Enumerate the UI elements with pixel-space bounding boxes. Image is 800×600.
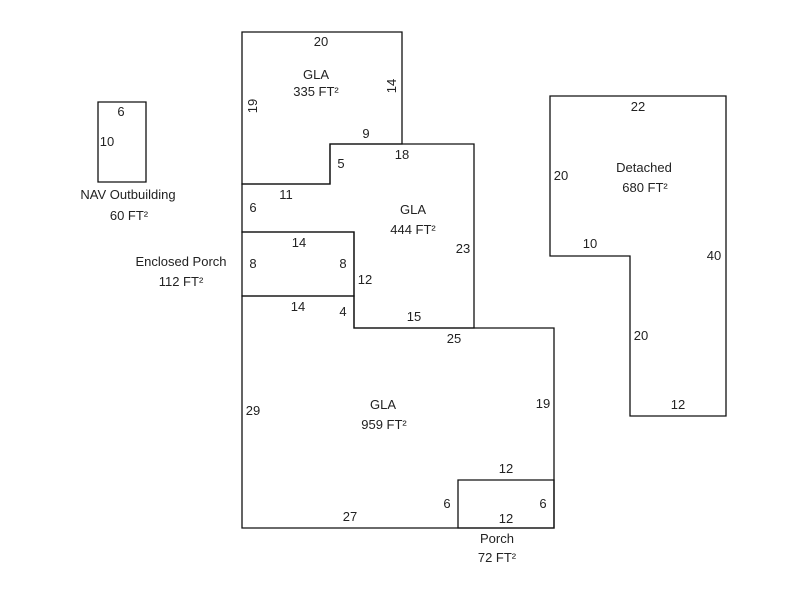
dim-gla-upper-top: 20: [314, 34, 328, 49]
dim-nav-outbuilding-top: 6: [117, 104, 124, 119]
dim-detached-bottom: 12: [671, 397, 685, 412]
nav-outbuilding-area: 60 FT²: [110, 208, 149, 223]
dim-enclosed-porch-bottom: 14: [291, 299, 305, 314]
gla-middle-outline: [241, 143, 475, 329]
dim-detached-top: 22: [631, 99, 645, 114]
dim-gla-middle-right: 23: [456, 241, 470, 256]
dim-gla-lower-bottom: 27: [343, 509, 357, 524]
dim-enclosed-porch-left: 8: [249, 256, 256, 271]
porch-name: Porch: [480, 531, 514, 546]
dim-gla-upper-step-side: 5: [337, 156, 344, 171]
dim-gla-upper-step-top: 9: [362, 126, 369, 141]
dim-enclosed-porch-right: 8: [339, 256, 346, 271]
dim-detached-inner-left: 20: [634, 328, 648, 343]
gla-lower-name: GLA: [370, 397, 396, 412]
dim-gla-upper-bottom: 11: [279, 187, 293, 202]
dim-gla-middle-left-lower: 12: [358, 272, 372, 287]
outlines: [97, 31, 727, 529]
enclosed-porch-area: 112 FT²: [159, 274, 204, 289]
gla-middle-area: 444 FT²: [390, 222, 436, 237]
gla-middle-name: GLA: [400, 202, 426, 217]
dim-gla-upper-left: 19: [245, 99, 260, 113]
detached-outline: [549, 95, 727, 417]
dim-enclosed-porch-top: 14: [292, 235, 306, 250]
dim-gla-lower-step: 4: [339, 304, 346, 319]
detached-name: Detached: [616, 160, 672, 175]
gla-lower-outline: [241, 295, 555, 529]
gla-upper-area: 335 FT²: [293, 84, 339, 99]
enclosed-porch-name: Enclosed Porch: [135, 254, 226, 269]
dim-gla-upper-right: 14: [384, 79, 399, 93]
dim-gla-lower-right: 19: [536, 396, 550, 411]
dim-gla-middle-bottom: 15: [407, 309, 421, 324]
gla-upper-outline: [241, 31, 403, 185]
dim-gla-middle-left-gap: 6: [249, 200, 256, 215]
dim-gla-middle-top: 18: [395, 147, 409, 162]
gla-upper-name: GLA: [303, 67, 329, 82]
dim-porch-bottom: 12: [499, 511, 513, 526]
dim-detached-right: 40: [707, 248, 721, 263]
dim-porch-top: 12: [499, 461, 513, 476]
nav-outbuilding-outline: [97, 101, 147, 183]
porch-outline: [457, 479, 555, 529]
dim-gla-lower-top: 25: [447, 331, 461, 346]
gla-lower-area: 959 FT²: [361, 417, 407, 432]
dim-porch-right: 6: [539, 496, 546, 511]
nav-outbuilding-name: NAV Outbuilding: [80, 187, 175, 202]
dim-nav-outbuilding-left: 10: [100, 134, 114, 149]
dim-porch-left: 6: [443, 496, 450, 511]
detached-area: 680 FT²: [622, 180, 668, 195]
dim-gla-lower-left: 29: [246, 403, 260, 418]
dim-detached-step: 10: [583, 236, 597, 251]
dim-detached-left: 20: [554, 168, 568, 183]
porch-area: 72 FT²: [478, 550, 517, 565]
